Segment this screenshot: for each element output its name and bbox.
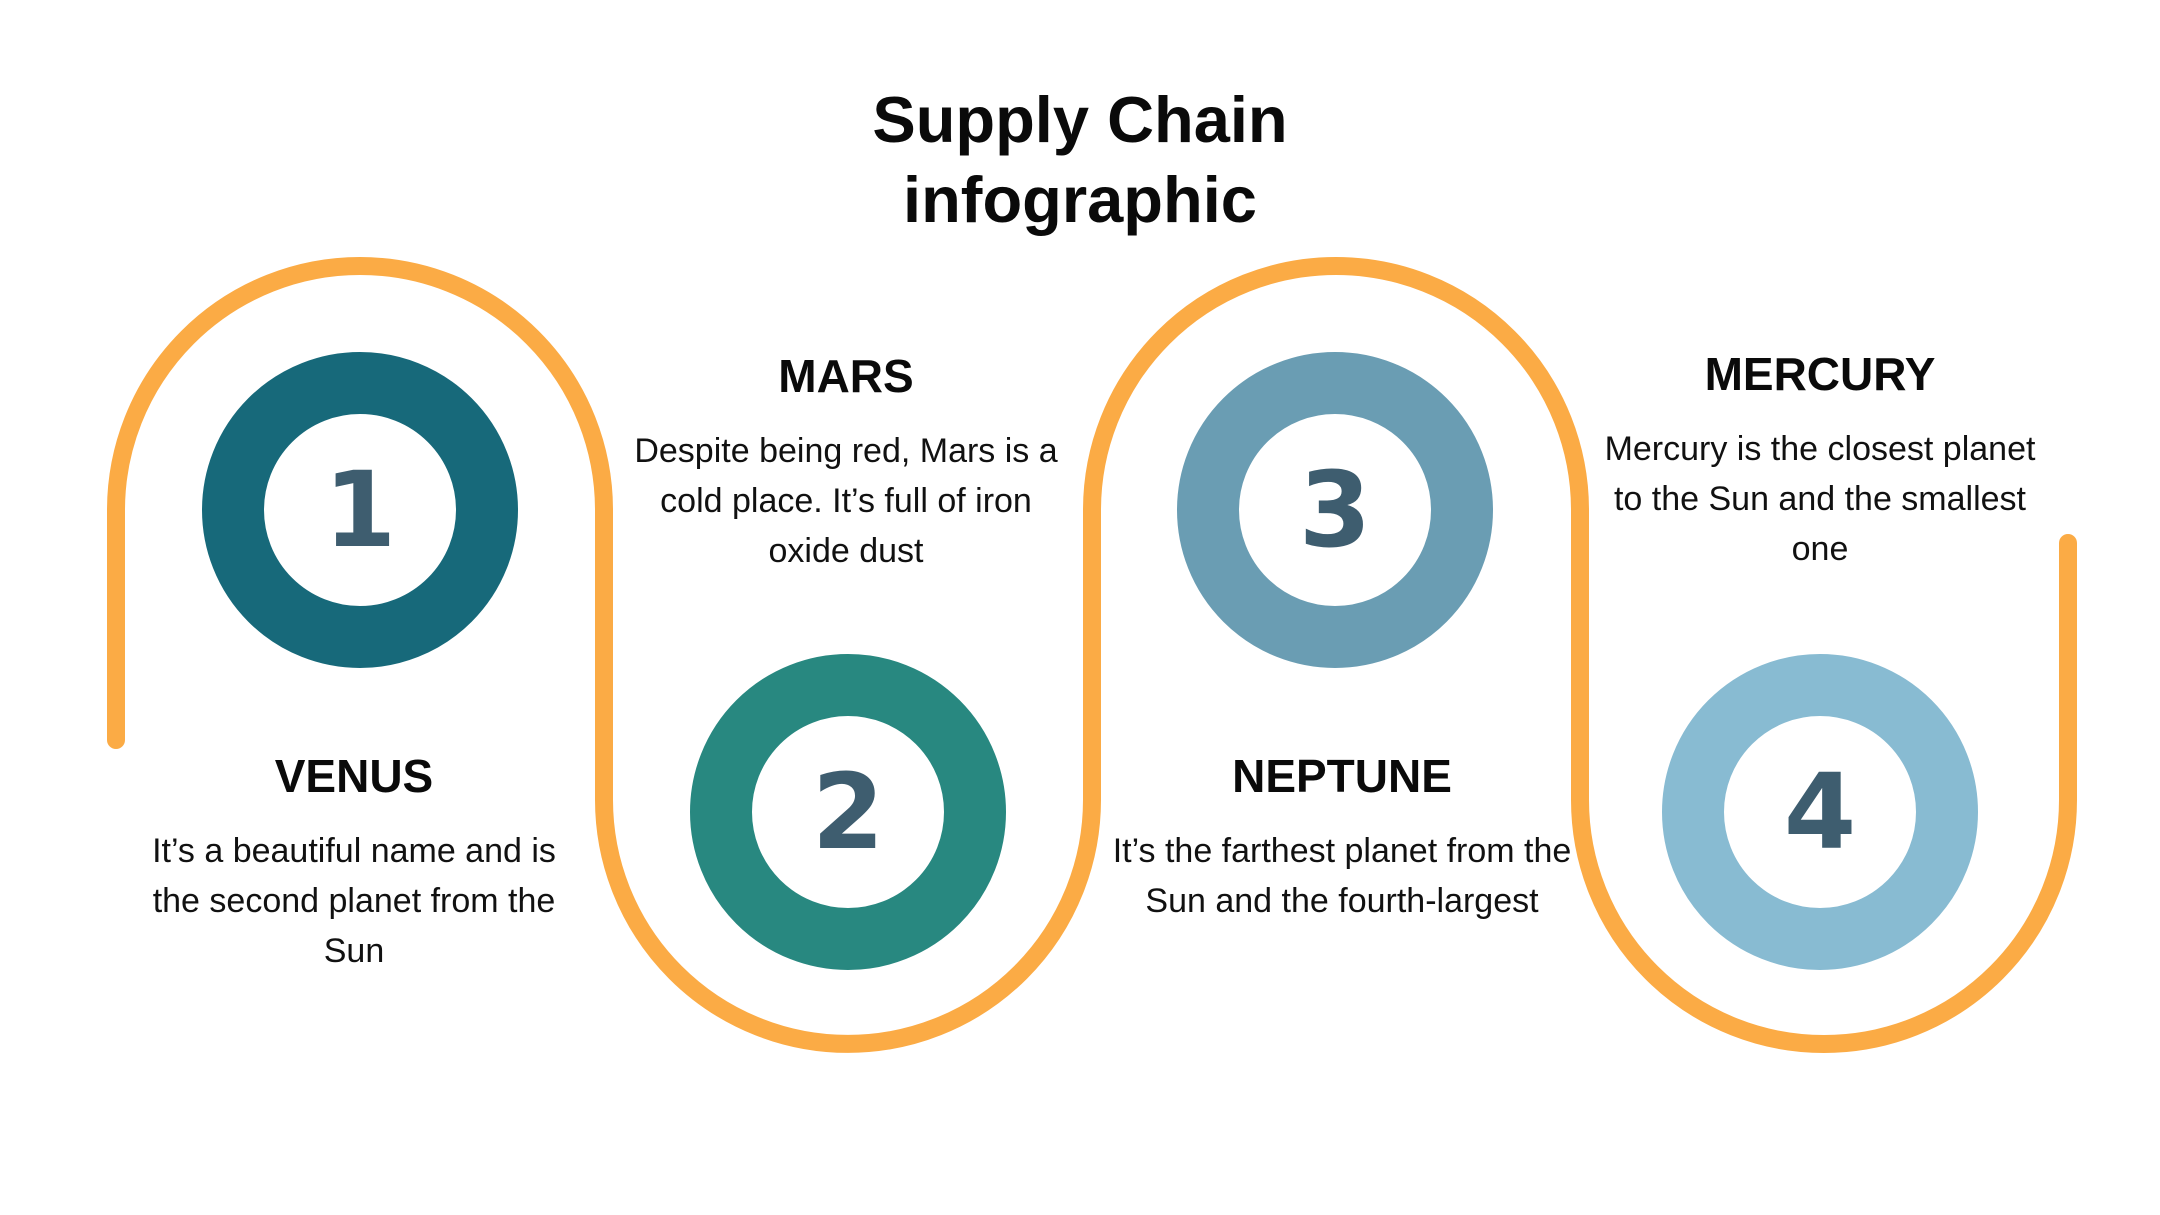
step-4-title: MERCURY [1704,348,1936,400]
step-1-number: 1 [324,449,396,571]
step-4-ring [1662,654,1978,970]
step-2-number: 2 [812,751,884,873]
step-3-description: It’s the farthest planet from the Sun an… [1112,832,1572,920]
step-1-title: VENUS [274,750,434,802]
step-2-ring [690,654,1006,970]
step-3-marker: 3 [1177,352,1493,668]
step-4-number: 4 [1784,751,1856,873]
step-2-description: Despite being red, Mars is a cold place.… [634,432,1058,570]
step-3-text: NEPTUNE It’s the farthest planet from th… [1112,748,1572,926]
step-1-text: VENUS It’s a beautiful name and is the s… [124,748,584,976]
step-2-title: MARS [778,350,914,402]
step-3-ring [1177,352,1493,668]
step-1-ring [202,352,518,668]
step-1-marker: 1 [202,352,518,668]
step-2-text: MARS Despite being red, Mars is a cold p… [616,348,1076,576]
step-3-title: NEPTUNE [1232,750,1452,802]
step-2-marker: 2 [690,654,1006,970]
step-3-number: 3 [1299,449,1371,571]
step-1-description: It’s a beautiful name and is the second … [152,832,556,970]
step-4-marker: 4 [1662,654,1978,970]
connector-path [107,257,2077,1053]
page-title-line-2: infographic [903,163,1257,236]
step-4-description: Mercury is the closest planet to the Sun… [1604,430,2036,568]
page-title-line-1: Supply Chain [872,83,1288,156]
step-4-text: MERCURY Mercury is the closest planet to… [1590,346,2050,574]
page-title: Supply Chain infographic [0,80,2160,240]
